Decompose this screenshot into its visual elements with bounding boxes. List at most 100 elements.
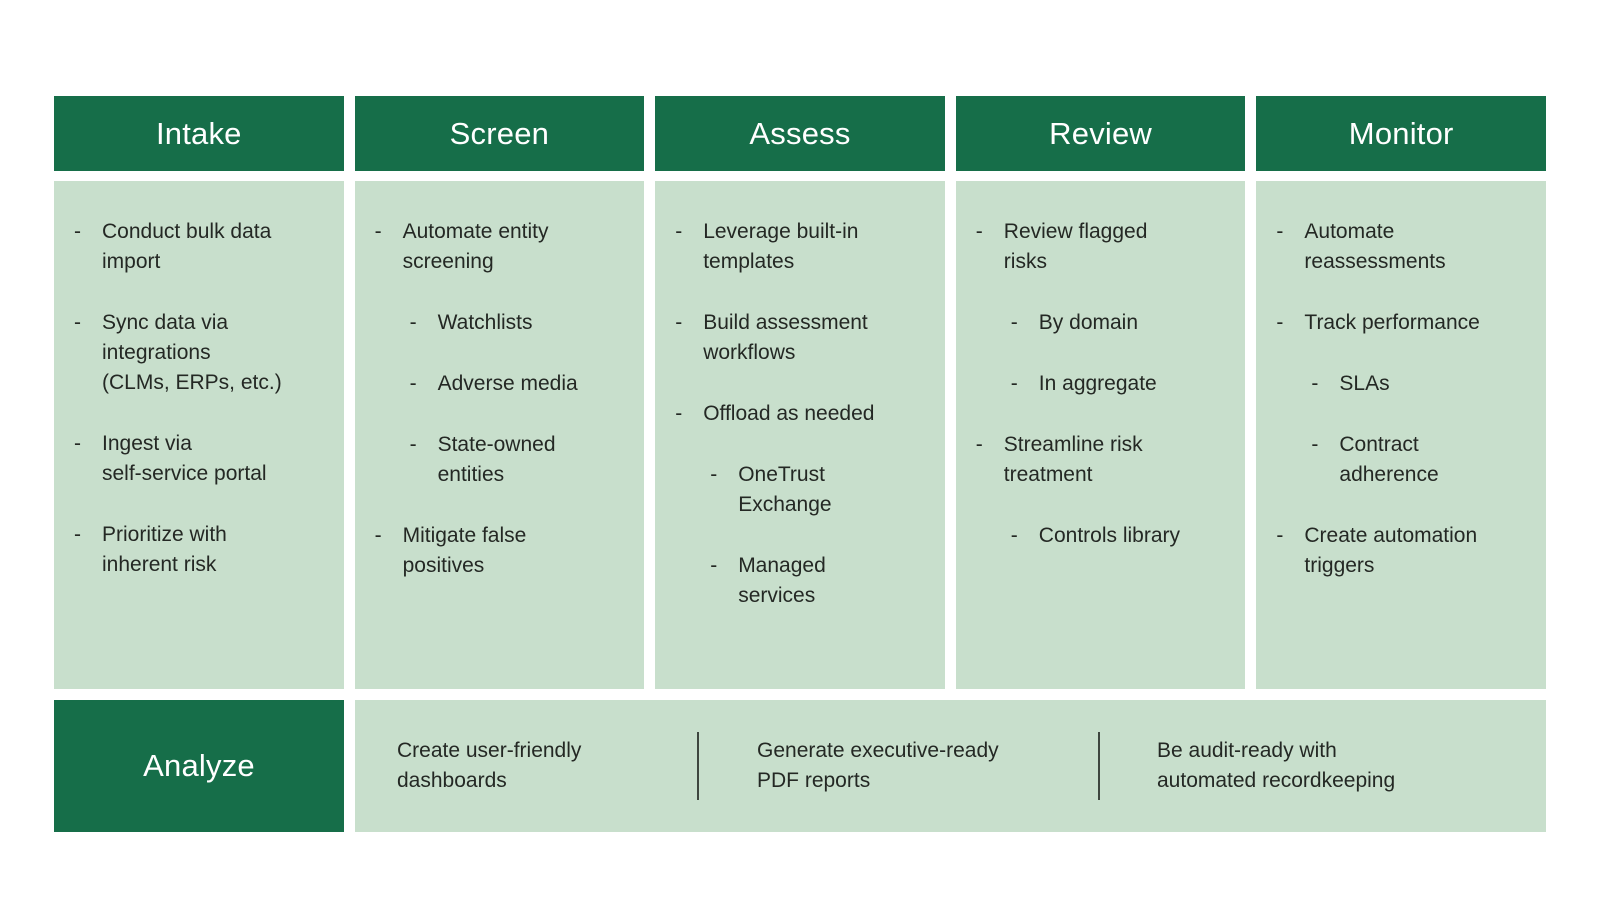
list-item-text: Streamline risk treatment [1003, 433, 1143, 486]
phase-header-intake: Intake [54, 96, 344, 171]
list-subitem: - OneTrust Exchange [710, 460, 933, 520]
list-item-text: Review flagged risks [1003, 220, 1148, 273]
list-item-text: Mitigate false positives [402, 524, 527, 577]
vertical-divider [1098, 732, 1100, 800]
phase-body-assess: - Leverage built-in templates - Build as… [655, 181, 945, 689]
list-item: - Automate reassessments [1276, 217, 1534, 277]
phase-column-intake: Intake - Conduct bulk data import - Sync… [54, 96, 344, 689]
bullet: - [675, 402, 683, 425]
phase-column-screen: Screen - Automate entity screening - Wat… [354, 96, 645, 689]
phase-header-monitor: Monitor [1256, 96, 1546, 171]
list-item: - Offload as needed [675, 399, 933, 429]
phase-header-review: Review [955, 96, 1246, 171]
list-item: - Ingest via self-service portal [74, 429, 332, 489]
list-item-text: Conduct bulk data import [102, 220, 272, 273]
list-item-text: Adverse media [437, 372, 578, 395]
list-item: - Leverage built-in templates [675, 217, 933, 277]
list-subitem: - Controls library [1011, 521, 1234, 551]
list-item-text: Contract adherence [1339, 433, 1439, 486]
list-item: - Mitigate false positives [375, 521, 633, 581]
phase-column-assess: Assess - Leverage built-in templates - B… [655, 96, 945, 689]
list-item: - Prioritize with inherent risk [74, 520, 332, 580]
list-item: - Sync data via integrations (CLMs, ERPs… [74, 308, 332, 398]
list-item-text: Create automation triggers [1304, 524, 1478, 577]
list-item-text: In aggregate [1038, 372, 1157, 395]
bullet: - [74, 220, 81, 243]
bullet: - [675, 311, 683, 334]
list-item-text: Managed services [738, 554, 826, 607]
list-item-text: Controls library [1038, 524, 1181, 547]
bullet: - [409, 433, 417, 456]
phase-title: Assess [749, 115, 851, 151]
bullet: - [74, 311, 81, 334]
phase-header-screen: Screen [354, 96, 645, 171]
list-item-text: Automate entity screening [402, 220, 549, 273]
list-subitem: - Contract adherence [1311, 430, 1534, 490]
phase-header-assess: Assess [655, 96, 945, 171]
phase-body-review: - Review flagged risks - By domain - In … [955, 181, 1246, 689]
list-item-text: OneTrust Exchange [738, 463, 832, 516]
list-item-text: Watchlists [437, 311, 533, 334]
bullet: - [409, 311, 417, 334]
list-item-text: Ingest via self-service portal [102, 432, 267, 485]
list-item-text: State-owned entities [437, 433, 556, 486]
phase-columns-grid: Intake - Conduct bulk data import - Sync… [54, 96, 1546, 689]
list-item-text: Build assessment workflows [703, 311, 868, 364]
bullet: - [975, 220, 983, 243]
bullet: - [1311, 372, 1319, 395]
bullet: - [74, 432, 81, 455]
analyze-cell: Be audit-ready with automated recordkeep… [1157, 739, 1396, 792]
phase-title: Intake [155, 115, 242, 151]
list-item-text: Track performance [1304, 311, 1480, 334]
list-item: - Automate entity screening [375, 217, 633, 277]
list-subitem: - Watchlists [410, 308, 633, 338]
list-item-text: Leverage built-in templates [703, 220, 859, 273]
list-subitem: - SLAs [1311, 369, 1534, 399]
bullet: - [1010, 372, 1018, 395]
list-item: - Streamline risk treatment [976, 430, 1234, 490]
phase-column-review: Review - Review flagged risks - By domai… [955, 96, 1246, 689]
list-item-text: Automate reassessments [1304, 220, 1446, 273]
phase-body-screen: - Automate entity screening - Watchlists… [354, 181, 645, 689]
list-item-text: By domain [1038, 311, 1139, 334]
bullet: - [1276, 220, 1284, 243]
bullet: - [1010, 311, 1018, 334]
list-item-text: Sync data via integrations (CLMs, ERPs, … [102, 311, 282, 394]
list-subitem: - Managed services [710, 551, 933, 611]
bullet: - [675, 220, 683, 243]
bullet: - [74, 523, 81, 546]
list-subitem: - In aggregate [1011, 369, 1234, 399]
list-subitem: - State-owned entities [410, 430, 633, 490]
list-item-text: SLAs [1339, 372, 1390, 395]
vertical-divider [697, 732, 699, 800]
phase-body-intake: - Conduct bulk data import - Sync data v… [54, 181, 344, 689]
analyze-panel: Create user-friendly dashboards Generate… [355, 700, 1546, 832]
analyze-cell: Generate executive-ready PDF reports [757, 739, 999, 792]
list-item: - Build assessment workflows [675, 308, 933, 368]
bullet: - [374, 220, 382, 243]
analyze-title: Analyze [143, 748, 255, 783]
list-item: - Create automation triggers [1276, 521, 1534, 581]
bullet: - [1276, 311, 1284, 334]
analyze-header: Analyze [54, 700, 344, 832]
list-subitem: - Adverse media [410, 369, 633, 399]
bullet: - [710, 463, 718, 486]
bullet: - [409, 372, 417, 395]
phase-title: Review [1049, 115, 1153, 151]
phase-title: Monitor [1348, 115, 1454, 151]
bullet: - [975, 433, 983, 456]
list-item-text: Offload as needed [703, 402, 875, 425]
list-item: - Track performance [1276, 308, 1534, 338]
bullet: - [1276, 524, 1284, 547]
list-item-text: Prioritize with inherent risk [102, 523, 227, 576]
bullet: - [1010, 524, 1018, 547]
phase-title: Screen [449, 115, 550, 151]
bullet: - [1311, 433, 1319, 456]
bullet: - [374, 524, 382, 547]
list-item: - Review flagged risks [976, 217, 1234, 277]
phase-column-monitor: Monitor - Automate reassessments - Track… [1256, 96, 1546, 689]
bullet: - [710, 554, 718, 577]
phase-body-monitor: - Automate reassessments - Track perform… [1256, 181, 1546, 689]
analyze-cell: Create user-friendly dashboards [397, 739, 582, 792]
